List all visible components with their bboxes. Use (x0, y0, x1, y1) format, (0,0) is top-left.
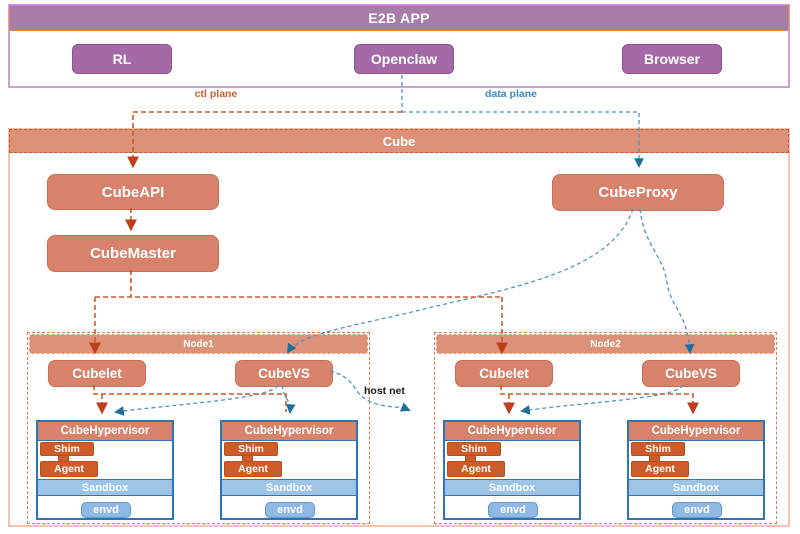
node1-container: Node1 Cubelet CubeVS CubeHypervisor Shim… (27, 332, 370, 524)
shim-label: Shim (461, 443, 487, 455)
shim-label: Shim (645, 443, 671, 455)
browser-box: Browser (622, 44, 722, 74)
sandbox-label: Sandbox (672, 481, 720, 494)
shim-box: Shim (631, 442, 685, 456)
rl-box: RL (72, 44, 172, 74)
cube-container: Cube CubeAPI CubeMaster CubeProxy Node1 … (8, 128, 790, 527)
envd-box: envd (488, 502, 538, 518)
node1-header: Node1 (29, 334, 368, 354)
node2-hypervisor-2: CubeHypervisor Shim Agent Sandbox envd (627, 420, 765, 520)
envd-box: envd (672, 502, 722, 518)
ctl-plane-label: ctl plane (194, 88, 238, 100)
host-net-label: host net (364, 385, 405, 397)
envd-label: envd (277, 504, 303, 516)
shim-label: Shim (54, 443, 80, 455)
sandbox-label: Sandbox (488, 481, 536, 494)
cubeproxy-label: CubeProxy (598, 184, 678, 201)
cubelet-label: Cubelet (479, 366, 529, 381)
shim-box: Shim (224, 442, 278, 456)
cubehypervisor-label: CubeHypervisor (60, 425, 150, 437)
e2b-app-title: E2B APP (368, 10, 430, 26)
node2-title: Node2 (590, 338, 621, 350)
node1-cubelet-box: Cubelet (48, 360, 146, 387)
agent-box: Agent (447, 461, 505, 477)
envd-box: envd (81, 502, 131, 518)
shim-box: Shim (40, 442, 94, 456)
sandbox-bar: Sandbox (445, 479, 579, 496)
sandbox-bar: Sandbox (629, 479, 763, 496)
cubehypervisor-label: CubeHypervisor (651, 425, 741, 437)
openclaw-box: Openclaw (354, 44, 454, 74)
node1-hypervisor-2: CubeHypervisor Shim Agent Sandbox envd (220, 420, 358, 520)
browser-label: Browser (643, 51, 701, 67)
node2-container: Node2 Cubelet CubeVS CubeHypervisor Shim… (434, 332, 777, 524)
envd-label: envd (93, 504, 119, 516)
cubehypervisor-header: CubeHypervisor (38, 422, 172, 441)
agent-box: Agent (631, 461, 689, 477)
e2b-app-header: E2B APP (9, 5, 789, 31)
agent-label: Agent (54, 463, 84, 475)
node1-hypervisor-1: CubeHypervisor Shim Agent Sandbox envd (36, 420, 174, 520)
node2-header: Node2 (436, 334, 775, 354)
cubehypervisor-header: CubeHypervisor (445, 422, 579, 441)
node2-cubevs-box: CubeVS (642, 360, 740, 387)
node2-hypervisor-1: CubeHypervisor Shim Agent Sandbox envd (443, 420, 581, 520)
cube-title: Cube (382, 133, 416, 149)
envd-box: envd (265, 502, 315, 518)
agent-box: Agent (40, 461, 98, 477)
sandbox-label: Sandbox (81, 481, 129, 494)
cubeapi-label: CubeAPI (101, 183, 165, 201)
cubeapi-box: CubeAPI (47, 174, 219, 210)
e2b-app-container: E2B APP RL Openclaw Browser (8, 4, 790, 88)
node1-cubevs-box: CubeVS (235, 360, 333, 387)
envd-label: envd (684, 504, 710, 516)
shim-box: Shim (447, 442, 501, 456)
node2-cubelet-box: Cubelet (455, 360, 553, 387)
cubeproxy-box: CubeProxy (552, 174, 724, 211)
cubemaster-label: CubeMaster (90, 245, 176, 262)
cube-header: Cube (9, 129, 789, 153)
cubevs-label: CubeVS (665, 366, 717, 381)
sandbox-bar: Sandbox (222, 479, 356, 496)
node1-title: Node1 (183, 338, 214, 350)
agent-label: Agent (238, 463, 268, 475)
agent-label: Agent (645, 463, 675, 475)
shim-label: Shim (238, 443, 264, 455)
cubemaster-box: CubeMaster (47, 235, 219, 272)
data-plane-label: data plane (485, 88, 537, 100)
agent-label: Agent (461, 463, 491, 475)
sandbox-bar: Sandbox (38, 479, 172, 496)
cubehypervisor-label: CubeHypervisor (244, 425, 334, 437)
sandbox-label: Sandbox (265, 481, 313, 494)
cubelet-label: Cubelet (72, 366, 122, 381)
rl-label: RL (112, 51, 132, 67)
envd-label: envd (500, 504, 526, 516)
cubehypervisor-header: CubeHypervisor (222, 422, 356, 441)
openclaw-label: Openclaw (370, 51, 438, 67)
cubehypervisor-header: CubeHypervisor (629, 422, 763, 441)
cubehypervisor-label: CubeHypervisor (467, 425, 557, 437)
agent-box: Agent (224, 461, 282, 477)
cubevs-label: CubeVS (258, 366, 310, 381)
